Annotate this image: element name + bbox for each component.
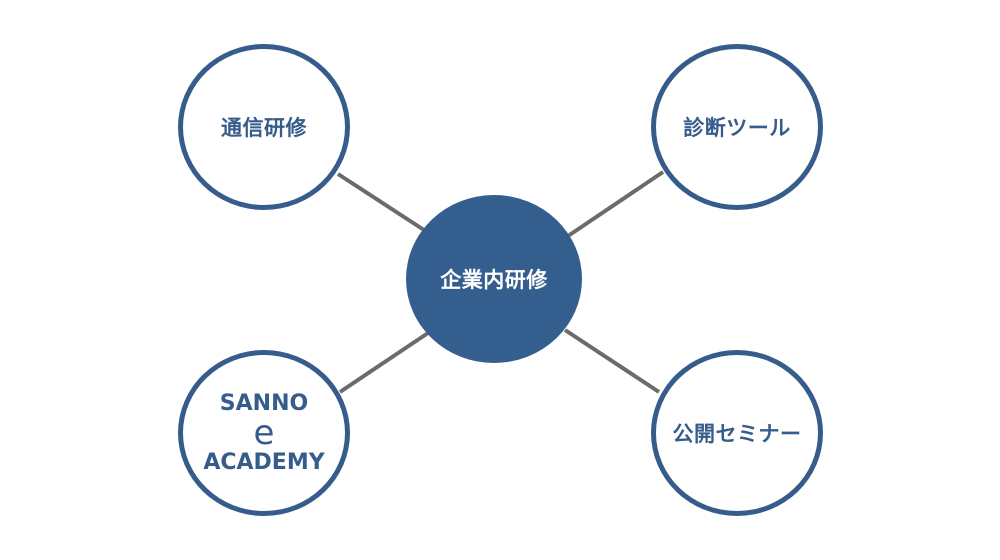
node-top-left: 通信研修 [178,44,350,210]
node-top-right-label: 診断ツール [683,116,791,140]
node-bottom-left-label: SANNO e ACADEMY [203,390,325,475]
connector-bottom-left [338,331,430,394]
node-bottom-left-line1: SANNO [219,390,309,416]
node-bottom-right-label: 公開セミナー [672,422,802,446]
node-top-left-label: 通信研修 [221,116,307,140]
center-node: 企業内研修 [406,195,582,363]
center-node-label: 企業内研修 [440,268,548,292]
connector-top-right [566,170,665,238]
node-top-right: 診断ツール [651,44,823,210]
node-bottom-left-line2: e [253,412,275,453]
node-bottom-right: 公開セミナー [651,350,823,516]
connector-bottom-right [563,328,661,394]
node-bottom-left: SANNO e ACADEMY [178,350,350,516]
node-bottom-left-line3: ACADEMY [203,449,325,475]
connector-top-left [336,172,426,232]
